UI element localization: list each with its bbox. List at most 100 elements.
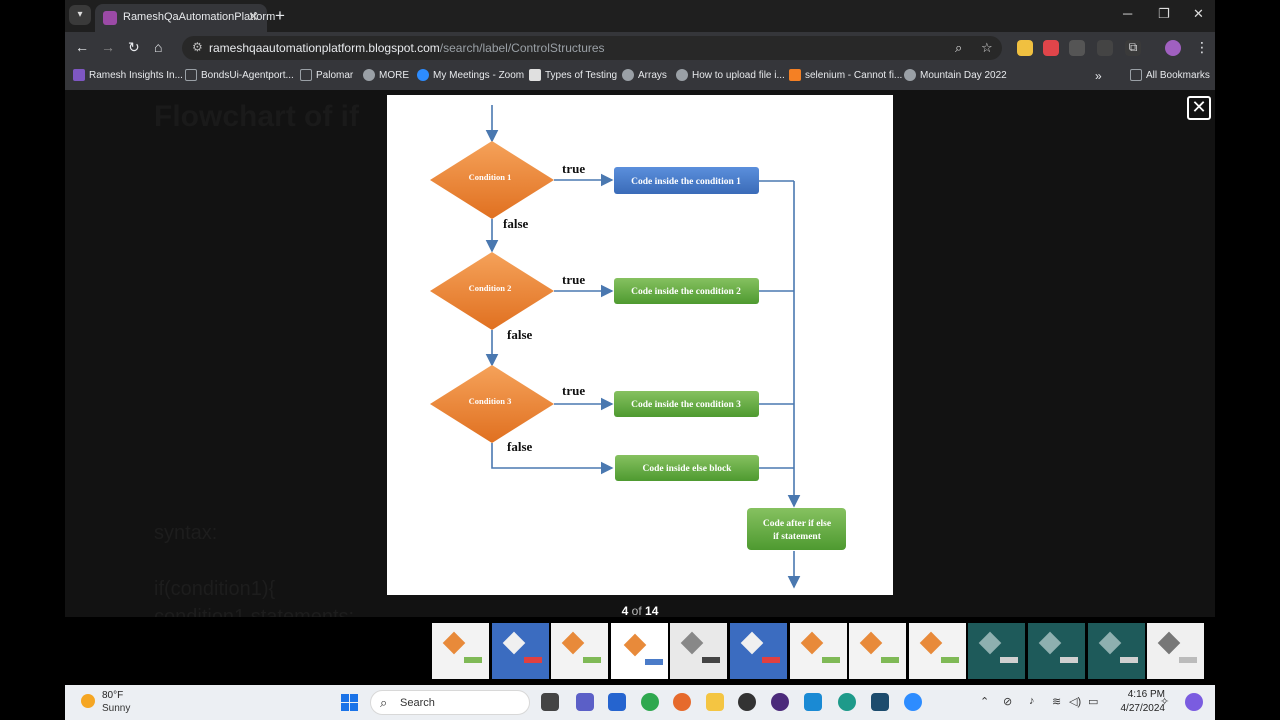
browser-toolbar: ← → ↻ ⌂ ⚙ rameshqaautomationplatform.blo… xyxy=(65,32,1215,64)
extension-grey-icon[interactable] xyxy=(1069,40,1085,56)
thumbnail-shape xyxy=(1060,657,1078,663)
edge-icon[interactable] xyxy=(838,693,856,711)
restore-icon[interactable]: ❐ xyxy=(1158,6,1170,21)
thumbnail[interactable] xyxy=(1087,623,1145,679)
profile-avatar[interactable] xyxy=(1165,40,1181,56)
notification-bell-icon[interactable]: ✧ xyxy=(1160,696,1170,708)
new-tab-button[interactable]: + xyxy=(275,6,285,25)
app-icon[interactable] xyxy=(804,693,822,711)
thumbnail-shape xyxy=(940,657,959,663)
sun-icon[interactable] xyxy=(81,694,95,708)
bookmark-item[interactable]: My Meetings - Zoom xyxy=(417,69,524,81)
zoom-icon[interactable]: ⌕ xyxy=(955,40,963,55)
battery-icon[interactable]: ▭ xyxy=(1088,696,1099,708)
webex-icon[interactable] xyxy=(871,693,889,711)
app-icon[interactable] xyxy=(771,693,789,711)
copilot-icon[interactable] xyxy=(1185,693,1203,711)
thumbnail[interactable] xyxy=(610,623,668,679)
windows-taskbar: 80°F Sunny ⌕ Search ⌃ ⊘ ♪ ≋ ◁) ▭ 4:16 PM… xyxy=(65,685,1215,720)
bookmark-item[interactable]: Ramesh Insights In... xyxy=(73,69,183,81)
thumbnail-shape xyxy=(821,657,840,663)
zoom-app-icon[interactable] xyxy=(904,693,922,711)
firefox-icon[interactable] xyxy=(673,693,691,711)
taskbar-search[interactable]: ⌕ Search xyxy=(370,690,530,715)
code-block: Code inside else block xyxy=(615,455,759,481)
start-button[interactable] xyxy=(341,694,358,711)
extensions-puzzle-icon[interactable]: ⧉ xyxy=(1125,40,1141,56)
extension-red-icon[interactable] xyxy=(1043,40,1059,56)
back-icon[interactable]: ← xyxy=(75,39,89,55)
code-line: if(condition1){ xyxy=(154,578,276,600)
thumbnail[interactable] xyxy=(789,623,847,679)
bookmark-item[interactable]: MORE xyxy=(363,69,409,81)
condition-diamond: Condition 2 xyxy=(430,252,554,330)
code-line: condition1 statements; xyxy=(154,606,355,617)
folder-icon xyxy=(185,69,197,81)
window-close-icon[interactable]: ✕ xyxy=(1193,6,1204,21)
file-explorer-icon[interactable] xyxy=(541,693,559,711)
condition-diamond: Condition 1 xyxy=(430,141,554,219)
home-icon[interactable]: ⌂ xyxy=(154,39,163,55)
thumbnail-shape xyxy=(1157,631,1181,655)
thumbnail[interactable] xyxy=(730,623,787,679)
globe-icon xyxy=(904,69,916,81)
tab-search-button[interactable]: ▾ xyxy=(69,5,91,25)
site-info-icon[interactable]: ⚙ xyxy=(192,40,203,54)
thumbnail[interactable] xyxy=(849,623,907,679)
teams-icon[interactable] xyxy=(576,693,594,711)
tab-active[interactable]: RameshQaAutomationPlatform ✕ xyxy=(95,4,275,32)
forward-icon[interactable]: → xyxy=(101,39,115,55)
thumbnail-shape xyxy=(800,631,823,655)
address-bar[interactable]: ⚙ rameshqaautomationplatform.blogspot.co… xyxy=(182,36,1002,60)
bookmark-item[interactable]: How to upload file i... xyxy=(676,69,785,81)
thumbnail[interactable] xyxy=(908,623,966,679)
extension-emoji-icon[interactable] xyxy=(1017,40,1033,56)
block-label: if statement xyxy=(773,532,822,542)
url-text[interactable]: rameshqaautomationplatform.blogspot.com/… xyxy=(209,41,605,55)
weather-temperature[interactable]: 80°F xyxy=(102,690,124,701)
folder-icon[interactable] xyxy=(706,693,724,711)
thumbnail[interactable] xyxy=(1147,623,1205,679)
wifi-icon[interactable]: ≋ xyxy=(1052,696,1062,708)
false-arrow-3 xyxy=(491,443,614,475)
bookmark-item[interactable]: Types of Testing xyxy=(529,69,617,81)
page-heading: Flowchart of if xyxy=(154,100,359,133)
store-icon[interactable] xyxy=(608,693,626,711)
tray-overflow-icon[interactable]: ⌃ xyxy=(980,696,990,708)
code-block: Code inside the condition 1 xyxy=(614,167,759,194)
chrome-menu-icon[interactable]: ⋮ xyxy=(1195,39,1209,55)
thumbnail[interactable] xyxy=(1028,623,1085,679)
bookmark-label: selenium - Cannot fi... xyxy=(805,69,903,81)
thumbnail[interactable] xyxy=(968,623,1026,679)
bookmark-item[interactable]: Arrays xyxy=(622,69,667,81)
thumbnail[interactable] xyxy=(670,623,728,679)
network-off-icon[interactable]: ⊘ xyxy=(1003,696,1013,708)
bookmark-label: My Meetings - Zoom xyxy=(433,69,525,81)
bookmarks-overflow-icon[interactable]: » xyxy=(1095,69,1102,83)
bookmark-item[interactable]: selenium - Cannot fi... xyxy=(789,69,902,81)
clock-date[interactable]: 4/27/2024 xyxy=(1120,703,1166,714)
syntax-label: syntax: xyxy=(154,522,218,544)
thumbnail[interactable] xyxy=(432,623,489,679)
bookmark-item[interactable]: Mountain Day 2022 xyxy=(904,69,1007,81)
chrome-icon[interactable] xyxy=(641,693,659,711)
extension-media-icon[interactable] xyxy=(1097,40,1113,56)
bookmark-item[interactable]: Palomar xyxy=(300,69,353,81)
bookmark-star-icon[interactable]: ☆ xyxy=(981,40,993,55)
clock-time[interactable]: 4:16 PM xyxy=(1127,689,1165,700)
bookmark-item[interactable]: BondsUi-Agentport... xyxy=(185,69,294,81)
all-bookmarks-button[interactable]: All Bookmarks xyxy=(1130,69,1210,81)
weather-description[interactable]: Sunny xyxy=(102,703,131,714)
false-label: false xyxy=(503,216,529,231)
minimize-icon[interactable]: ─ xyxy=(1123,6,1133,21)
thumbnail[interactable] xyxy=(551,623,609,679)
lightbox-close-button[interactable]: ✕ xyxy=(1187,96,1211,120)
volume-icon[interactable]: ◁) xyxy=(1069,696,1082,708)
tab-close-icon[interactable]: ✕ xyxy=(248,9,259,24)
thumbnail-shape xyxy=(1000,657,1019,663)
microphone-icon[interactable]: ♪ xyxy=(1029,695,1035,707)
thumbnail[interactable] xyxy=(491,623,549,679)
dell-icon[interactable] xyxy=(738,693,756,711)
reload-icon[interactable]: ↻ xyxy=(128,39,140,55)
